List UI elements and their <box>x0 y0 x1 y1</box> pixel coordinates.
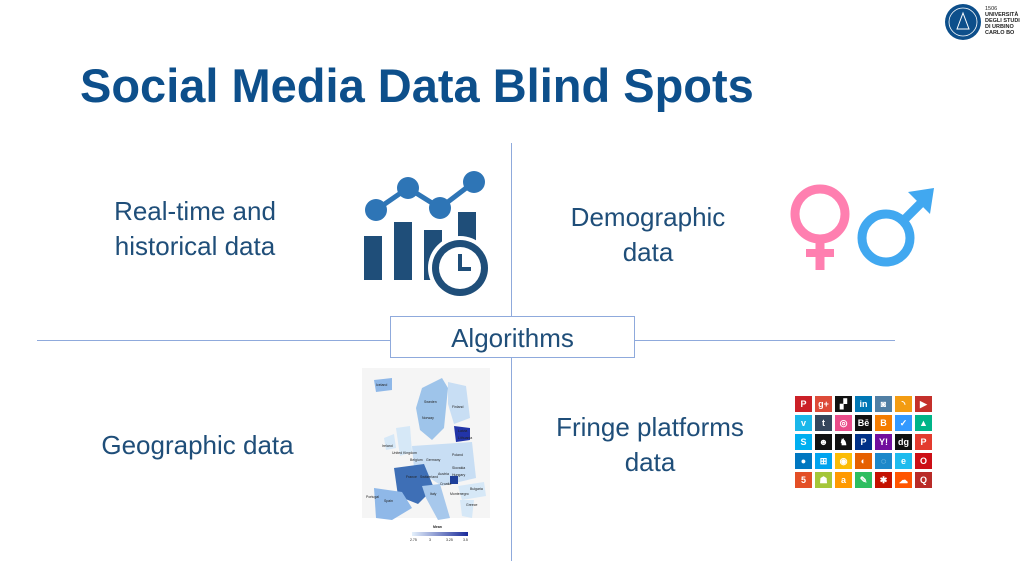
evernote-icon: ✎ <box>855 472 872 488</box>
map-label: Switzerland <box>420 475 439 479</box>
map-legend-tick: 3.5 <box>463 538 468 542</box>
dribbble-icon: ◎ <box>835 415 852 431</box>
map-label: Iceland <box>376 383 388 387</box>
android-icon: ☗ <box>815 472 832 488</box>
paypal-icon: P <box>855 434 872 450</box>
myspace-icon: ▞ <box>835 396 852 412</box>
map-label: Latvia <box>458 429 468 433</box>
map-legend-tick: 3 <box>429 538 431 542</box>
vine-icon: ▲ <box>915 415 932 431</box>
map-label: Slovakia <box>452 466 466 470</box>
behance-icon: Bē <box>855 415 872 431</box>
yelp-icon: ✱ <box>875 472 892 488</box>
github-icon: ♞ <box>835 434 852 450</box>
map-label: Bulgaria <box>470 487 483 491</box>
slide-title: Social Media Data Blind Spots <box>80 59 754 112</box>
gender-symbols-icon <box>790 184 934 270</box>
yahoo-icon: Y! <box>875 434 892 450</box>
quadrant-text: data <box>622 237 674 267</box>
map-legend-title: Mean <box>433 525 442 529</box>
university-logo <box>944 3 982 46</box>
map-label: Germany <box>426 458 441 462</box>
quora-icon: Q <box>915 472 932 488</box>
youtube-icon: ▶ <box>915 396 932 412</box>
map-legend-bar <box>412 532 468 536</box>
map-label: Sweden <box>424 400 437 404</box>
map-label: Lithuania <box>458 436 473 440</box>
logo-line: CARLO BO <box>985 30 1015 36</box>
skype-icon: S <box>795 434 812 450</box>
reddit-icon: ☻ <box>815 434 832 450</box>
quadrant-fringe-platforms: Fringe platforms data <box>535 410 765 480</box>
chart-clock-icon <box>364 171 492 300</box>
digg-icon: dg <box>895 434 912 450</box>
algorithms-box: Algorithms <box>390 316 635 358</box>
map-label: Austria <box>438 472 449 476</box>
map-label: Finland <box>452 405 464 409</box>
logo-line: DEGLI STUDI <box>985 18 1020 24</box>
map-label: Portugal <box>366 495 380 499</box>
safari-icon: ◌ <box>875 453 892 469</box>
female-icon <box>790 184 850 270</box>
map-label: Croatia <box>440 482 452 486</box>
soundcloud-icon: ☁ <box>895 472 912 488</box>
quadrant-demographic: Demographic data <box>548 200 748 270</box>
quadrant-text: data <box>624 447 676 477</box>
map-label: Hungary <box>452 473 466 477</box>
map-label: United Kingdom <box>392 451 417 455</box>
html5-icon: 5 <box>795 472 812 488</box>
bar-icon-part <box>364 236 382 280</box>
ie-icon: e <box>895 453 912 469</box>
amazon-icon: a <box>835 472 852 488</box>
quadrant-realtime-historical: Real-time and historical data <box>90 194 300 264</box>
vimeo-icon: v <box>795 415 812 431</box>
logo-line: DI URBINO <box>985 24 1014 30</box>
opera-icon: O <box>915 453 932 469</box>
quadrant-text: Geographic data <box>101 430 294 460</box>
map-label: Poland <box>452 453 463 457</box>
europe-map: Iceland Sweden Finland Norway Latvia Lit… <box>362 368 490 546</box>
map-label: Italy <box>430 492 437 496</box>
pinterest-alt-icon: P <box>915 434 932 450</box>
quadrant-text: Real-time and <box>114 196 276 226</box>
map-label: Belgium <box>410 458 423 462</box>
map-legend-tick: 2.75 <box>410 538 417 542</box>
drupal-icon: ● <box>795 453 812 469</box>
map-label: France <box>406 475 417 479</box>
linkedin-icon: in <box>855 396 872 412</box>
map-label: Norway <box>422 416 434 420</box>
logo-text: 1506 UNIVERSITÀ DEGLI STUDI DI URBINO CA… <box>985 6 1020 36</box>
quadrant-text: Fringe platforms <box>556 412 744 442</box>
firefox-icon: ◐ <box>855 453 872 469</box>
rss-icon: ◝ <box>895 396 912 412</box>
delicious-icon: ✓ <box>895 415 912 431</box>
map-label: Montenegro <box>450 492 469 496</box>
male-icon <box>857 188 934 267</box>
map-label: Spain <box>384 499 393 503</box>
quadrant-geographic: Geographic data <box>80 428 315 463</box>
map-label: Greece <box>466 503 478 507</box>
windows-icon: ⊞ <box>815 453 832 469</box>
map-label: Ireland <box>382 444 393 448</box>
chrome-icon: ◉ <box>835 453 852 469</box>
quadrant-text: Demographic <box>570 202 726 232</box>
map-legend-tick: 3.25 <box>446 538 453 542</box>
bar-icon-part <box>394 222 412 280</box>
google-plus-icon: g+ <box>815 396 832 412</box>
instagram-icon: ◙ <box>875 396 892 412</box>
tumblr-icon: t <box>815 415 832 431</box>
blogger-icon: B <box>875 415 892 431</box>
logo-year: 1506 <box>985 6 998 12</box>
quadrant-text: historical data <box>114 231 276 261</box>
logo-line: UNIVERSITÀ <box>985 12 1019 18</box>
pinterest-icon: P <box>795 396 812 412</box>
